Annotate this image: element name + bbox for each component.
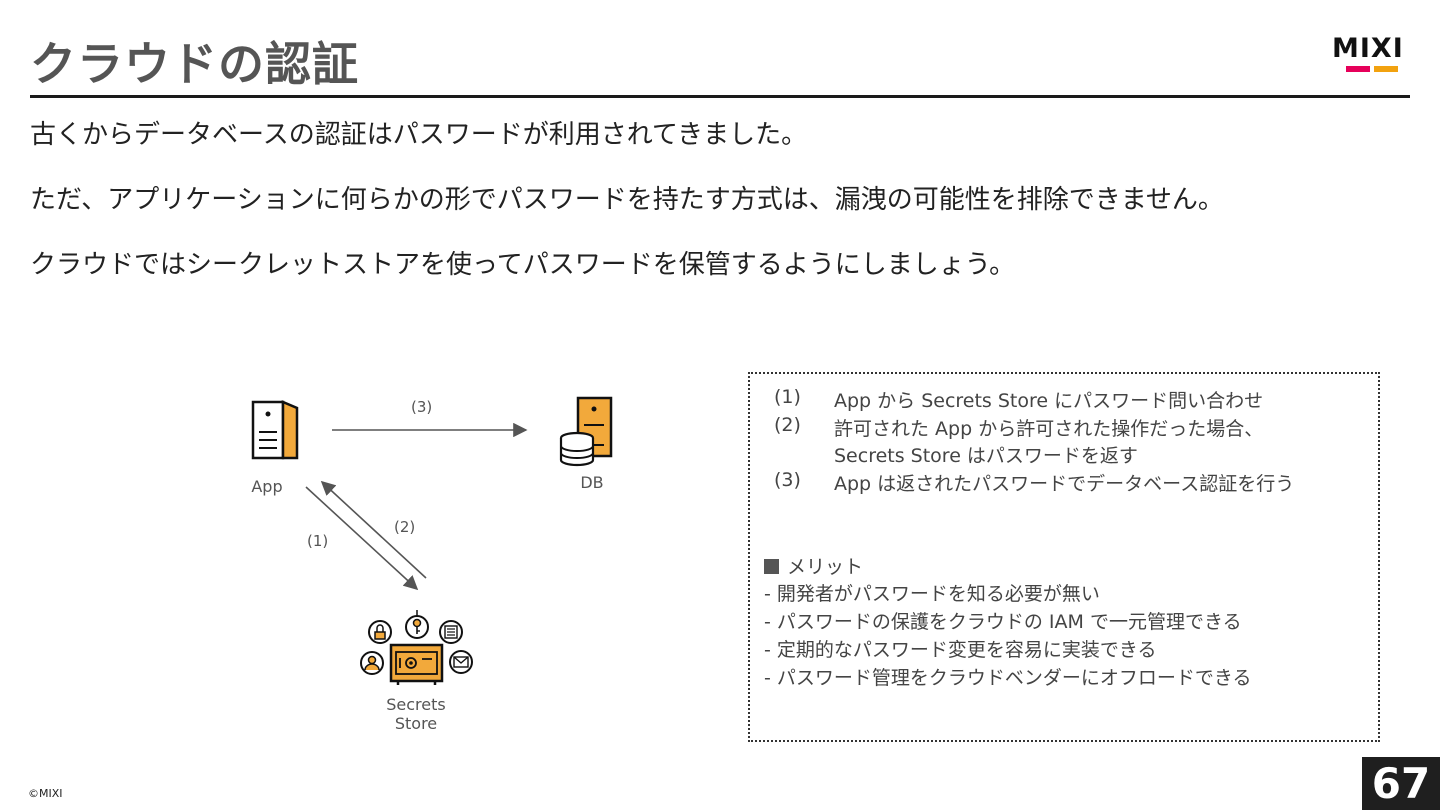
step-text: App から Secrets Store にパスワード問い合わせ — [834, 390, 1264, 412]
merit-heading: メリット — [764, 552, 863, 579]
diagram-canvas — [251, 396, 613, 685]
square-bullet-icon — [764, 559, 779, 574]
page-number: 67 — [1362, 757, 1440, 810]
arrow-label-1: (1) — [307, 532, 329, 550]
step-number: (2) — [774, 414, 801, 436]
step-text: Secrets Store はパスワードを返す — [834, 445, 1138, 467]
body-text-line-3: クラウドではシークレットストアを使ってパスワードを保管するようにしましょう。 — [30, 250, 1016, 280]
logo-orange-bar — [1374, 66, 1398, 72]
database-server-icon — [559, 396, 613, 467]
arrow-2 — [320, 480, 427, 579]
slide-title: クラウドの認証 — [30, 37, 359, 91]
explanation-box: (1) App から Secrets Store にパスワード問い合わせ (2)… — [748, 372, 1380, 742]
safe-icon — [389, 643, 444, 685]
key-icon — [405, 610, 429, 639]
body-text-line-2: ただ、アプリケーションに何らかの形でパスワードを持たす方式は、漏洩の可能性を排除… — [30, 185, 1224, 215]
title-divider — [30, 95, 1410, 98]
arrow-1 — [305, 486, 419, 591]
lock-icon — [368, 620, 392, 644]
merit-item: - 定期的なパスワード変更を容易に実装できる — [764, 639, 1157, 661]
merit-item: - パスワード管理をクラウドベンダーにオフロードできる — [764, 667, 1252, 689]
mixi-logo: MIXI — [1332, 33, 1412, 76]
mail-icon — [449, 650, 473, 674]
body-text-line-1: 古くからデータベースの認証はパスワードが利用されてきました。 — [30, 120, 808, 150]
copyright: ©MIXI — [28, 787, 63, 800]
user-icon — [360, 651, 384, 675]
step-number: (3) — [774, 469, 801, 491]
arrow-label-3: (3) — [411, 398, 433, 416]
arrow-label-2: (2) — [394, 518, 416, 536]
logo-pink-bar — [1346, 66, 1370, 72]
step-text: 許可された App から許可された操作だった場合、 — [834, 418, 1264, 440]
merit-item: - パスワードの保護をクラウドの IAM で一元管理できる — [764, 611, 1242, 633]
merit-item: - 開発者がパスワードを知る必要が無い — [764, 583, 1100, 605]
secrets-store-label-line1: Secrets — [386, 695, 446, 714]
secrets-store-label-line2: Store — [394, 714, 438, 733]
app-label: App — [251, 477, 283, 496]
merit-heading-text: メリット — [787, 556, 864, 578]
server-icon — [251, 400, 299, 460]
db-label: DB — [580, 473, 604, 492]
document-icon — [439, 620, 463, 644]
step-number: (1) — [774, 386, 801, 408]
logo-text: MIXI — [1332, 33, 1404, 64]
auth-flow-diagram: App DB Secrets Store (3) (2) (1) — [251, 396, 613, 733]
step-text: App は返されたパスワードでデータベース認証を行う — [834, 473, 1295, 495]
